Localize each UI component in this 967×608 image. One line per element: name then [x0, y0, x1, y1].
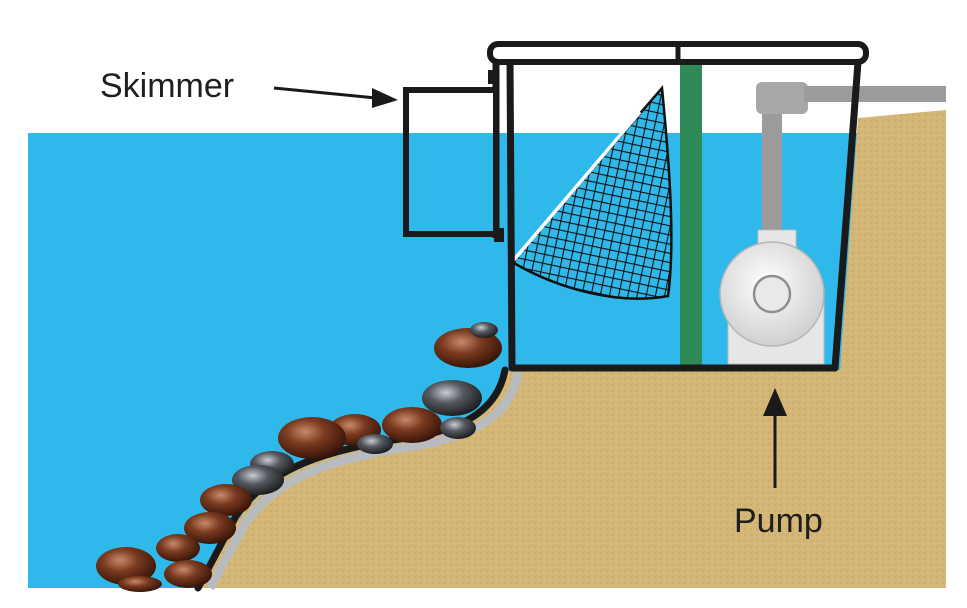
label-pump: Pump — [734, 502, 823, 540]
rock-pile — [96, 322, 502, 592]
return-pipe — [756, 82, 946, 236]
skimmer-clip — [488, 70, 498, 84]
arrow-icon — [273, 86, 398, 108]
net-basket-icon — [510, 84, 673, 300]
skimmer-weir-top — [406, 90, 496, 133]
arrow-icon — [763, 388, 787, 488]
label-skimmer: Skimmer — [100, 67, 234, 105]
filter-bar — [680, 62, 702, 368]
sand-bank — [200, 110, 946, 588]
skimmer-lid — [487, 41, 869, 65]
pump-icon — [719, 229, 825, 365]
pond-liner — [206, 371, 523, 591]
